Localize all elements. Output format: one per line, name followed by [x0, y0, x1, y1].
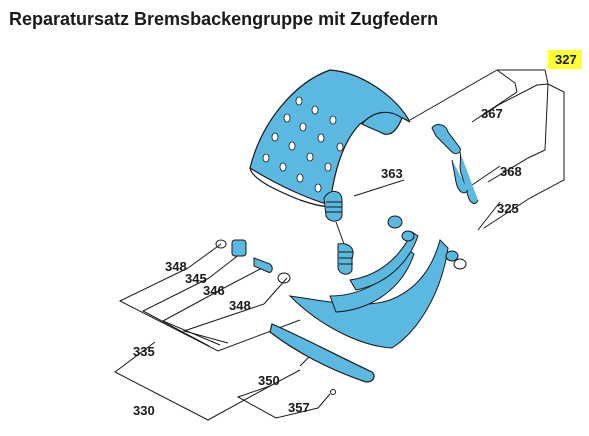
lower-lining-pad [269, 323, 375, 383]
callout-348-bottom: 348 [229, 298, 251, 313]
callout-348-top: 348 [165, 259, 187, 274]
callout-330: 330 [133, 403, 155, 418]
callout-345: 345 [185, 271, 207, 286]
small-springs [431, 124, 479, 204]
callout-350: 350 [258, 373, 280, 388]
callout-346: 346 [203, 283, 225, 298]
callout-327: 327 [555, 52, 577, 67]
rivet-holes [262, 96, 344, 193]
lower-brake-shoe [288, 215, 467, 349]
leader-lines [114, 69, 565, 421]
callout-363: 363 [381, 166, 403, 181]
callout-368: 368 [500, 164, 522, 179]
callout-367: 367 [481, 106, 503, 121]
diagram-title: Reparatursatz Bremsbackengruppe mit Zugf… [9, 9, 439, 29]
callout-357: 357 [288, 400, 310, 415]
tension-spring [323, 191, 354, 275]
callout-325: 325 [497, 201, 519, 216]
callout-335: 335 [133, 344, 155, 359]
highlight-badge [548, 50, 582, 69]
pin-and-rollers [215, 239, 336, 395]
